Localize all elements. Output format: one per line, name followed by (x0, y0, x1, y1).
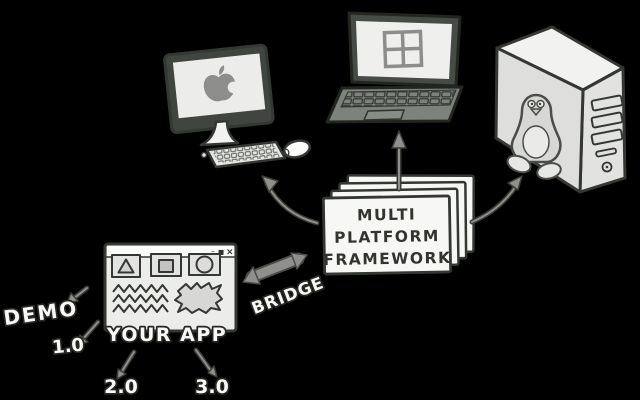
tux-icon (506, 93, 562, 180)
arrow-framework-to-mac (261, 175, 320, 226)
bridge-arrow (242, 252, 308, 285)
zigzag-text-placeholder (112, 284, 169, 313)
apple-icon (203, 65, 240, 102)
windows-laptop (325, 11, 464, 124)
arrow-app-to-v1 (77, 319, 101, 346)
demo-label: DEMO (2, 296, 80, 330)
your-app-label: YOUR APP (106, 324, 227, 346)
windows-icon (382, 29, 424, 69)
laptop-keys (340, 89, 457, 108)
app-shape-boxes (111, 253, 221, 278)
framework-line-3: FRAMEWORK (323, 249, 452, 269)
framework-stack: MULTI PLATFORM FRAMEWORK (321, 174, 476, 276)
linux-tower (494, 25, 627, 194)
arrow-app-to-v2 (116, 349, 137, 380)
mac-computer (163, 43, 312, 169)
maximize-icon: ■ (218, 248, 224, 256)
arrow-framework-to-laptop (391, 130, 407, 192)
app-window: – ■ × (103, 242, 238, 333)
laptop-touchpad (362, 109, 406, 121)
version-3-label: 3.0 (195, 376, 229, 398)
minimize-icon: – (211, 247, 215, 256)
arrow-app-to-v3 (193, 347, 218, 378)
app-titlebar (107, 246, 234, 256)
mac-stand (199, 119, 240, 147)
square-icon (158, 259, 174, 273)
mac-keyboard (200, 140, 287, 169)
mac-mouse (282, 139, 312, 159)
circle-icon (195, 255, 214, 274)
framework-line-1: MULTI (357, 205, 416, 224)
tower-drive-bays (590, 94, 624, 173)
close-icon: × (226, 248, 234, 258)
image-placeholder-blob (174, 282, 223, 314)
power-button-icon (601, 161, 613, 173)
mac-monitor (163, 43, 275, 135)
version-1-label: 1.0 (51, 335, 85, 359)
arrow-framework-to-linux (469, 175, 523, 225)
triangle-icon (117, 258, 135, 274)
version-2-label: 2.0 (104, 376, 138, 398)
arrow-app-to-demo (66, 285, 90, 304)
framework-card-front (321, 194, 453, 276)
framework-line-2: PLATFORM (334, 227, 440, 247)
